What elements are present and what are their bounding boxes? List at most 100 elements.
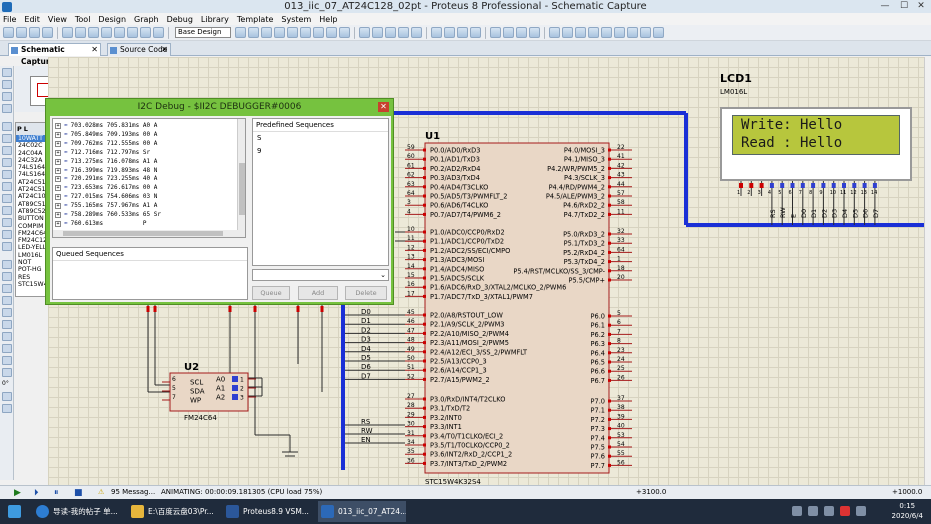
current-probe-icon[interactable] — [2, 230, 12, 239]
marker-2d-icon[interactable] — [2, 344, 12, 353]
device-list-item[interactable]: LED-YELL — [18, 244, 47, 252]
pick-device-icon[interactable] — [490, 27, 501, 38]
taskbar-item[interactable]: Proteus8.9 VSM... — [223, 501, 311, 522]
network-icon[interactable] — [808, 506, 818, 516]
i2c-log-row[interactable]: +⬅712.716ms 712.797ms Sr — [55, 148, 150, 157]
tray-icon[interactable] — [792, 506, 802, 516]
decompose-icon[interactable] — [529, 27, 540, 38]
line-2d-icon[interactable] — [2, 260, 12, 269]
input-method-icon[interactable] — [840, 506, 850, 516]
pcb-icon[interactable] — [88, 27, 99, 38]
packaging-icon[interactable] — [516, 27, 527, 38]
home-icon[interactable] — [62, 27, 73, 38]
expand-icon[interactable]: + — [55, 167, 61, 174]
block-copy-icon[interactable] — [431, 27, 442, 38]
taskbar-item[interactable]: 导读-我的帖子 单... — [33, 501, 121, 522]
canvas-vertical-scrollbar[interactable] — [924, 57, 931, 485]
tape-recorder-icon[interactable] — [2, 194, 12, 203]
new-sheet-icon[interactable] — [601, 27, 612, 38]
menu-template[interactable]: Template — [236, 14, 274, 24]
circle-2d-icon[interactable] — [2, 284, 12, 293]
paste-icon[interactable] — [411, 27, 422, 38]
device-list-item[interactable]: AT89C51 — [18, 200, 46, 208]
device-list-item[interactable]: AT24C51 — [18, 178, 46, 186]
step-icon[interactable]: ⏵ — [34, 488, 39, 498]
sequence-select[interactable]: ⌄ — [252, 269, 389, 281]
junction-icon[interactable] — [2, 92, 12, 101]
start-button[interactable] — [0, 501, 28, 522]
schematic-icon[interactable] — [75, 27, 86, 38]
device-list-item[interactable]: RES — [18, 273, 31, 281]
pick-devices-button[interactable]: P — [17, 125, 22, 133]
crosshair-icon[interactable] — [274, 27, 285, 38]
predefined-item[interactable]: S — [257, 134, 262, 142]
log-vertical-scrollbar[interactable] — [237, 119, 245, 237]
voltage-probe-icon[interactable] — [2, 218, 12, 227]
menu-view[interactable]: View — [47, 14, 67, 24]
i2c-log-row[interactable]: +⬅709.762ms 712.555ms 00 A — [55, 139, 157, 148]
wire-autoroute-icon[interactable] — [549, 27, 560, 38]
i2c-log-row[interactable]: +⬅703.028ms 705.831ms A0 A — [55, 121, 157, 130]
netlist-icon[interactable] — [640, 27, 651, 38]
new-file-icon[interactable] — [3, 27, 14, 38]
device-list-item[interactable]: FM24C64 — [18, 229, 47, 237]
device-list-item[interactable]: NOT — [18, 259, 32, 267]
electrical-check-icon[interactable] — [653, 27, 664, 38]
device-list-item[interactable]: 74LS164 — [18, 171, 46, 179]
copy-icon[interactable] — [398, 27, 409, 38]
device-list-item[interactable]: POT-HG — [18, 266, 42, 274]
menu-file[interactable]: File — [3, 14, 17, 24]
i2c-log-row[interactable]: +⬅713.275ms 716.078ms A1 A — [55, 157, 157, 166]
device-list-item[interactable]: AT89C52 — [18, 207, 46, 215]
undo-icon[interactable] — [359, 27, 370, 38]
pause-icon[interactable]: ⏸ — [54, 488, 59, 498]
menu-library[interactable]: Library — [200, 14, 229, 24]
volume-icon[interactable] — [824, 506, 834, 516]
menu-debug[interactable]: Debug — [166, 14, 193, 24]
origin-icon[interactable] — [261, 27, 272, 38]
grid-icon[interactable] — [248, 27, 259, 38]
menu-tool[interactable]: Tool — [74, 14, 91, 24]
scrollbar-thumb[interactable] — [239, 163, 245, 215]
bom-icon[interactable] — [127, 27, 138, 38]
device-list-item[interactable]: FM24C12 — [18, 237, 47, 245]
i2c-log-row[interactable]: +⬅760.613ms P — [55, 219, 146, 228]
search-icon[interactable] — [562, 27, 573, 38]
zoom-all-icon[interactable] — [326, 27, 337, 38]
text-script-icon[interactable] — [2, 122, 12, 131]
i2c-log-row[interactable]: +⬅723.653ms 726.617ms 00 A — [55, 183, 157, 192]
tab-source-code[interactable]: Source Code ✕ — [107, 43, 171, 56]
delete-button[interactable]: Delete — [345, 286, 387, 300]
generator-icon[interactable] — [2, 206, 12, 215]
messages-count[interactable]: 95 Messag... — [111, 488, 156, 496]
rotate-ccw-icon[interactable] — [2, 368, 12, 377]
expand-icon[interactable]: + — [55, 220, 61, 227]
terminal-icon[interactable] — [2, 158, 12, 167]
menu-system[interactable]: System — [281, 14, 312, 24]
device-pin-icon[interactable] — [2, 170, 12, 179]
close-icon[interactable]: ✕ — [917, 1, 925, 11]
device-list-item[interactable]: 24C04A — [18, 149, 43, 157]
zoom-area-icon[interactable] — [339, 27, 350, 38]
box-2d-icon[interactable] — [2, 272, 12, 281]
library-manager-button[interactable]: L — [23, 125, 28, 133]
device-list-item[interactable]: AT24C10 — [18, 193, 46, 201]
lcd-module[interactable]: Write: Hello Read : Hello — [720, 107, 912, 181]
log-horizontal-scrollbar[interactable] — [53, 230, 239, 237]
taskbar-item[interactable]: 013_iic_07_AT24... — [318, 501, 406, 522]
queue-button[interactable]: Queue — [252, 286, 290, 300]
clock[interactable]: 0:15 2020/6/4 — [892, 501, 923, 521]
virtual-instruments-icon[interactable] — [2, 242, 12, 251]
scrollbar-thumb[interactable] — [63, 231, 223, 236]
subcircuit-icon[interactable] — [2, 146, 12, 155]
design-select[interactable]: Base Design — [175, 27, 231, 38]
expand-icon[interactable]: + — [55, 123, 61, 129]
i2c-log-row[interactable]: +⬅716.399ms 719.893ms 48 N — [55, 166, 157, 175]
add-button[interactable]: Add — [298, 286, 338, 300]
i2c-log-row[interactable]: +⬅720.291ms 723.255ms 40 A — [55, 174, 157, 183]
device-list-item[interactable]: 74LS164 — [18, 164, 46, 172]
close-project-icon[interactable] — [42, 27, 53, 38]
open-folder-icon[interactable] — [16, 27, 27, 38]
menu-graph[interactable]: Graph — [134, 14, 159, 24]
device-list-item[interactable]: COMPIM — [18, 222, 44, 230]
